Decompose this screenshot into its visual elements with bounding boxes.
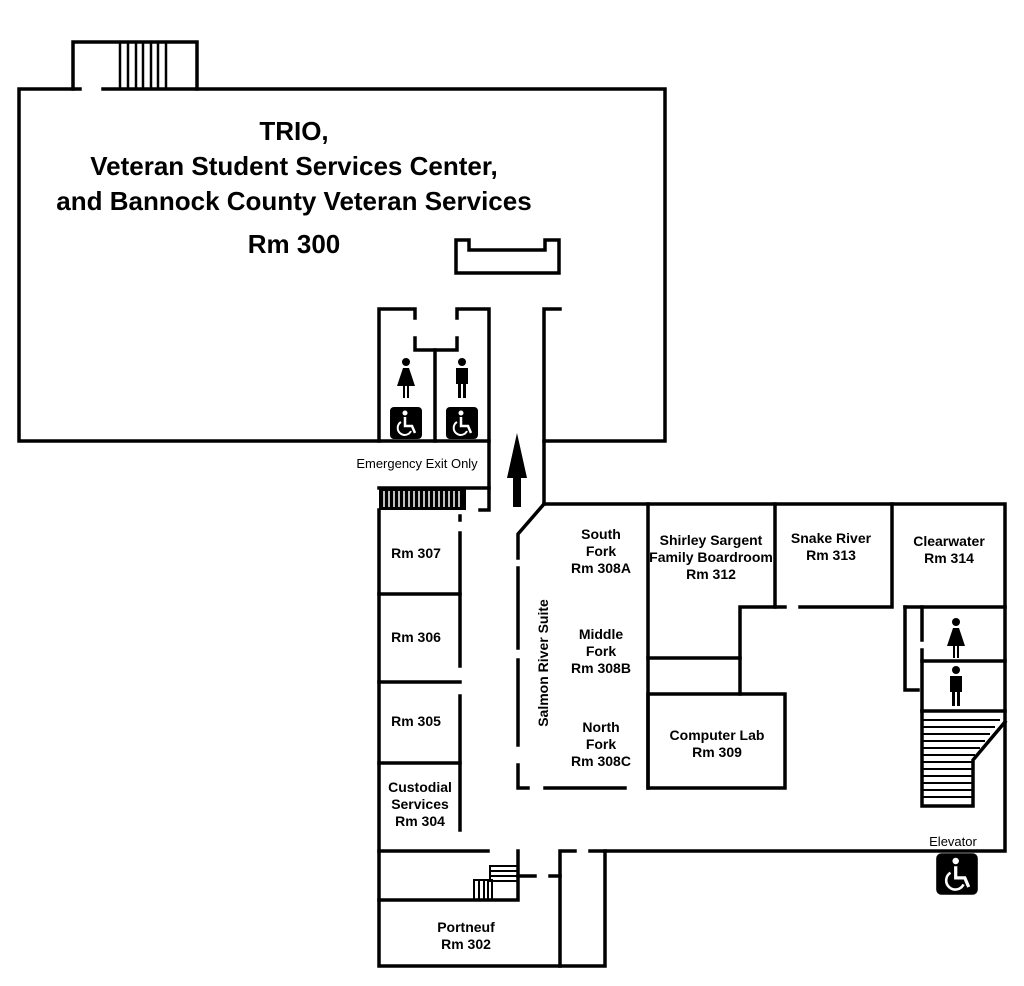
room-309: Computer Lab Rm 309 [670, 727, 765, 760]
suite-label: Salmon River Suite [535, 599, 551, 727]
room-308b: Middle Fork Rm 308B [571, 626, 631, 676]
svg-text:Rm 308C: Rm 308C [571, 753, 631, 769]
mens-restroom-icon [456, 358, 468, 398]
elevator-wheelchair-icon [934, 851, 980, 897]
room-308a: South Fork Rm 308A [571, 526, 631, 576]
room-308c: North Fork Rm 308C [571, 719, 631, 769]
mens-restroom-icon [950, 666, 962, 706]
svg-text:Fork: Fork [586, 543, 617, 559]
svg-text:Portneuf: Portneuf [437, 919, 495, 935]
stairs-icon [379, 488, 466, 510]
svg-text:Family Boardroom: Family Boardroom [649, 549, 773, 565]
stairs-icon [118, 42, 168, 89]
room-314: Clearwater Rm 314 [913, 533, 985, 566]
lower-building-walls [377, 501, 1008, 968]
stairs-icon [473, 865, 519, 901]
main-room-number: Rm 300 [248, 229, 341, 259]
room-312: Shirley Sargent Family Boardroom Rm 312 [649, 532, 773, 582]
svg-text:Rm 302: Rm 302 [441, 936, 491, 952]
svg-text:North: North [582, 719, 619, 735]
main-room-title: TRIO, [259, 116, 328, 146]
svg-text:Services: Services [391, 796, 449, 812]
womens-restroom-icon [947, 618, 965, 658]
svg-text:South: South [581, 526, 621, 542]
svg-text:Rm 309: Rm 309 [692, 744, 742, 760]
elevator-label: Elevator [929, 834, 977, 849]
svg-text:Custodial: Custodial [388, 779, 452, 795]
svg-text:Rm 308B: Rm 308B [571, 660, 631, 676]
wheelchair-accessible-icon [444, 405, 480, 441]
room-313: Snake River Rm 313 [791, 530, 872, 563]
main-room-title: and Bannock County Veteran Services [56, 186, 531, 216]
main-building-walls [17, 40, 667, 512]
room-305: Rm 305 [391, 713, 441, 729]
svg-text:Fork: Fork [586, 736, 617, 752]
emergency-exit-label: Emergency Exit Only [356, 456, 478, 471]
stairs-icon [922, 719, 1000, 798]
direction-arrow-icon [507, 433, 527, 507]
svg-text:Rm 308A: Rm 308A [571, 560, 631, 576]
svg-text:Computer Lab: Computer Lab [670, 727, 765, 743]
svg-text:Rm 312: Rm 312 [686, 566, 736, 582]
svg-text:Shirley Sargent: Shirley Sargent [660, 532, 763, 548]
room-302: Portneuf Rm 302 [437, 919, 495, 952]
svg-text:Rm 314: Rm 314 [924, 550, 974, 566]
room-306: Rm 306 [391, 629, 441, 645]
svg-text:Fork: Fork [586, 643, 617, 659]
svg-text:Rm 304: Rm 304 [395, 813, 445, 829]
room-307: Rm 307 [391, 545, 441, 561]
svg-text:Rm 313: Rm 313 [806, 547, 856, 563]
womens-restroom-icon [397, 358, 415, 398]
wheelchair-accessible-icon [388, 405, 424, 441]
room-304: Custodial Services Rm 304 [388, 779, 452, 829]
svg-text:Snake River: Snake River [791, 530, 872, 546]
svg-text:Middle: Middle [579, 626, 624, 642]
svg-text:Clearwater: Clearwater [913, 533, 985, 549]
main-room-title: Veteran Student Services Center, [90, 151, 498, 181]
